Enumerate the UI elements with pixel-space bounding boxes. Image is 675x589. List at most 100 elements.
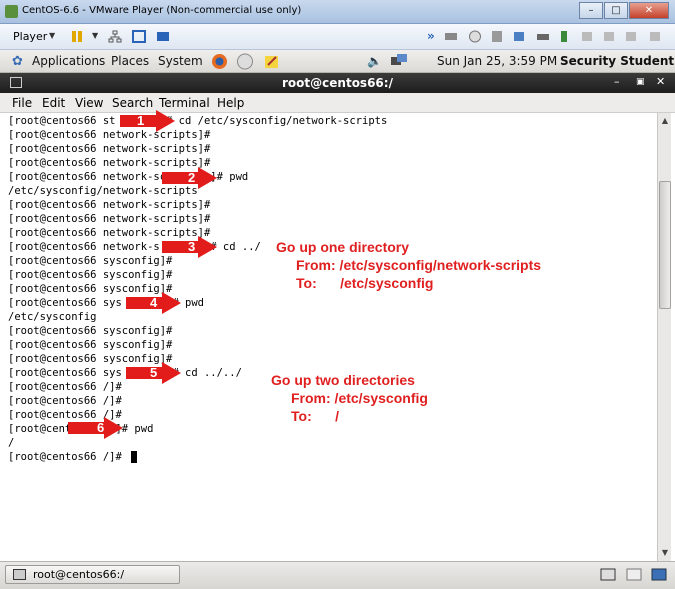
unity-icon[interactable] xyxy=(156,30,170,43)
pause-icon[interactable] xyxy=(70,30,84,43)
close-icon[interactable]: ✕ xyxy=(656,75,666,88)
terminal-line: [root@centos66 sysconfig]# xyxy=(8,255,173,267)
device-icon[interactable] xyxy=(602,30,616,43)
annotation-arrow-3 xyxy=(162,236,217,258)
applications-menu[interactable]: Applications xyxy=(32,54,106,68)
menu-view[interactable]: View xyxy=(75,96,104,110)
terminal-line: [root@centos66 network-scripts]# xyxy=(8,199,211,211)
system-menu[interactable]: System xyxy=(158,54,203,68)
terminal-window-icon[interactable] xyxy=(10,77,22,88)
email-client-icon[interactable] xyxy=(236,53,254,70)
menu-search[interactable]: Search xyxy=(112,96,154,110)
terminal-line: [root@centos66 sysconfig]# xyxy=(8,325,173,337)
terminal-line: [root@cent ]# pwd xyxy=(8,423,154,435)
show-desktop-icon[interactable] xyxy=(600,567,616,582)
terminal-line: [root@centos66 network-scripts]# xyxy=(8,213,211,225)
menu-file[interactable]: File xyxy=(12,96,33,110)
terminal-window-title: root@centos66:/ xyxy=(282,76,393,90)
panel-clock[interactable]: Sun Jan 25, 3:59 PM xyxy=(437,54,558,68)
volume-icon[interactable]: 🔈 xyxy=(367,54,382,68)
note-up-two-title: Go up two directories xyxy=(271,372,415,388)
cd-drive-icon[interactable] xyxy=(468,30,482,43)
workspace-active-icon[interactable] xyxy=(651,567,667,582)
terminal-menubar: File Edit View Search Terminal Help xyxy=(0,93,675,113)
places-menu[interactable]: Places xyxy=(111,54,150,68)
taskbar-terminal-button[interactable]: root@centos66:/ xyxy=(5,565,180,584)
annotation-step-1: 1 xyxy=(137,113,145,128)
terminal-line: [root@centos66 network-s ]# cd ../ xyxy=(8,241,261,253)
annotation-arrow-6 xyxy=(68,417,123,439)
close-button[interactable]: ✕ xyxy=(629,2,669,19)
floppy-icon[interactable] xyxy=(490,30,504,43)
sound-card-icon[interactable] xyxy=(580,30,594,43)
terminal-line: /etc/sysconfig xyxy=(8,311,97,323)
printer-icon[interactable] xyxy=(536,30,550,43)
scrollbar-thumb[interactable] xyxy=(659,181,671,309)
gnome-foot-icon[interactable]: ✿ xyxy=(12,54,23,69)
vmware-toolbar: Player ▼ ▼ » xyxy=(0,24,675,50)
firefox-icon[interactable] xyxy=(211,53,228,70)
annotation-step-2: 2 xyxy=(188,170,196,185)
scroll-up-icon[interactable]: ▲ xyxy=(661,116,669,125)
terminal-line: /etc/sysconfig/network-scripts xyxy=(8,185,198,197)
network-adapter-icon[interactable] xyxy=(512,30,526,43)
double-chevron-icon[interactable]: » xyxy=(427,29,435,43)
fullscreen-icon[interactable] xyxy=(132,30,146,43)
message-icon[interactable] xyxy=(624,30,638,43)
maximize-button[interactable]: □ xyxy=(604,2,628,19)
note-up-one-from: From: /etc/sysconfig/network-scripts xyxy=(296,257,542,273)
chevron-down-icon[interactable]: ▼ xyxy=(92,31,99,40)
note-up-two-from: From: /etc/sysconfig xyxy=(291,390,428,406)
player-menu-button[interactable]: Player xyxy=(13,30,48,43)
terminal-line: [root@centos66 network-scripts]# xyxy=(8,227,211,239)
note-up-two-to: To: / xyxy=(291,408,339,424)
terminal-line: [root@centos66 /]# xyxy=(8,381,122,393)
annotation-step-5: 5 xyxy=(150,365,158,380)
minimize-icon[interactable]: – xyxy=(614,75,620,88)
text-editor-icon[interactable] xyxy=(263,53,280,70)
terminal-line: [root@centos66 /]# xyxy=(8,395,122,407)
terminal-line: [root@centos66 sysconfig]# xyxy=(8,339,173,351)
menu-help[interactable]: Help xyxy=(217,96,245,110)
terminal-titlebar: root@centos66:/ – ▣ ✕ xyxy=(0,73,675,93)
network-icon[interactable] xyxy=(108,30,122,43)
terminal-line: [root@centos66 network-scripts]# xyxy=(8,143,211,155)
annotation-step-6: 6 xyxy=(97,420,105,435)
terminal-cursor xyxy=(131,451,137,463)
hard-disk-icon[interactable] xyxy=(444,30,458,43)
terminal-line: [root@centos66 network-scripts]# xyxy=(8,157,211,169)
menu-terminal[interactable]: Terminal xyxy=(159,96,210,110)
annotation-step-3: 3 xyxy=(188,239,196,254)
terminal-line: [root@centos66 sysconfig]# xyxy=(8,283,173,295)
terminal-scrollbar[interactable]: ▲ ▼ xyxy=(657,113,671,561)
terminal-line: [root@centos66 sys ]# pwd xyxy=(8,297,204,309)
workspace-switcher-icon[interactable] xyxy=(626,567,642,582)
scroll-down-icon[interactable]: ▼ xyxy=(661,548,669,557)
terminal-line: [root@centos66 /]# xyxy=(8,451,129,463)
vmware-window-title: CentOS-6.6 - VMware Player (Non-commerci… xyxy=(22,5,302,16)
gnome-bottom-panel: root@centos66:/ xyxy=(0,561,675,589)
annotation-arrow-1 xyxy=(120,110,175,132)
note-up-one-title: Go up one directory xyxy=(276,239,410,255)
display-icon[interactable] xyxy=(648,30,662,43)
terminal-output[interactable]: [root@centos66 st ]# cd /etc/sysconfig/n… xyxy=(4,113,656,561)
network-status-icon[interactable] xyxy=(390,53,408,70)
taskbar-terminal-label: root@centos66:/ xyxy=(33,568,125,581)
annotation-arrow-2 xyxy=(162,167,217,189)
vmware-window-controls: – □ ✕ xyxy=(579,2,669,19)
annotation-arrow-4 xyxy=(126,292,181,314)
terminal-line: [root@centos66 sysconfig]# xyxy=(8,353,173,365)
panel-username[interactable]: Security Student xyxy=(560,54,675,68)
terminal-line: [root@centos66 sysconfig]# xyxy=(8,269,173,281)
annotation-step-4: 4 xyxy=(150,295,158,310)
maximize-icon[interactable]: ▣ xyxy=(636,77,645,87)
menu-edit[interactable]: Edit xyxy=(42,96,66,110)
terminal-line: [root@centos66 st ]# cd /etc/sysconfig/n… xyxy=(8,115,388,127)
gnome-top-panel: ✿ Applications Places System 🔈 Sun Jan 2… xyxy=(0,50,675,73)
minimize-button[interactable]: – xyxy=(579,2,603,19)
terminal-icon xyxy=(13,569,26,580)
chevron-down-icon[interactable]: ▼ xyxy=(49,31,56,40)
usb-icon[interactable] xyxy=(557,30,571,43)
vmware-titlebar: CentOS-6.6 - VMware Player (Non-commerci… xyxy=(0,0,675,24)
terminal-line: / xyxy=(8,437,15,449)
